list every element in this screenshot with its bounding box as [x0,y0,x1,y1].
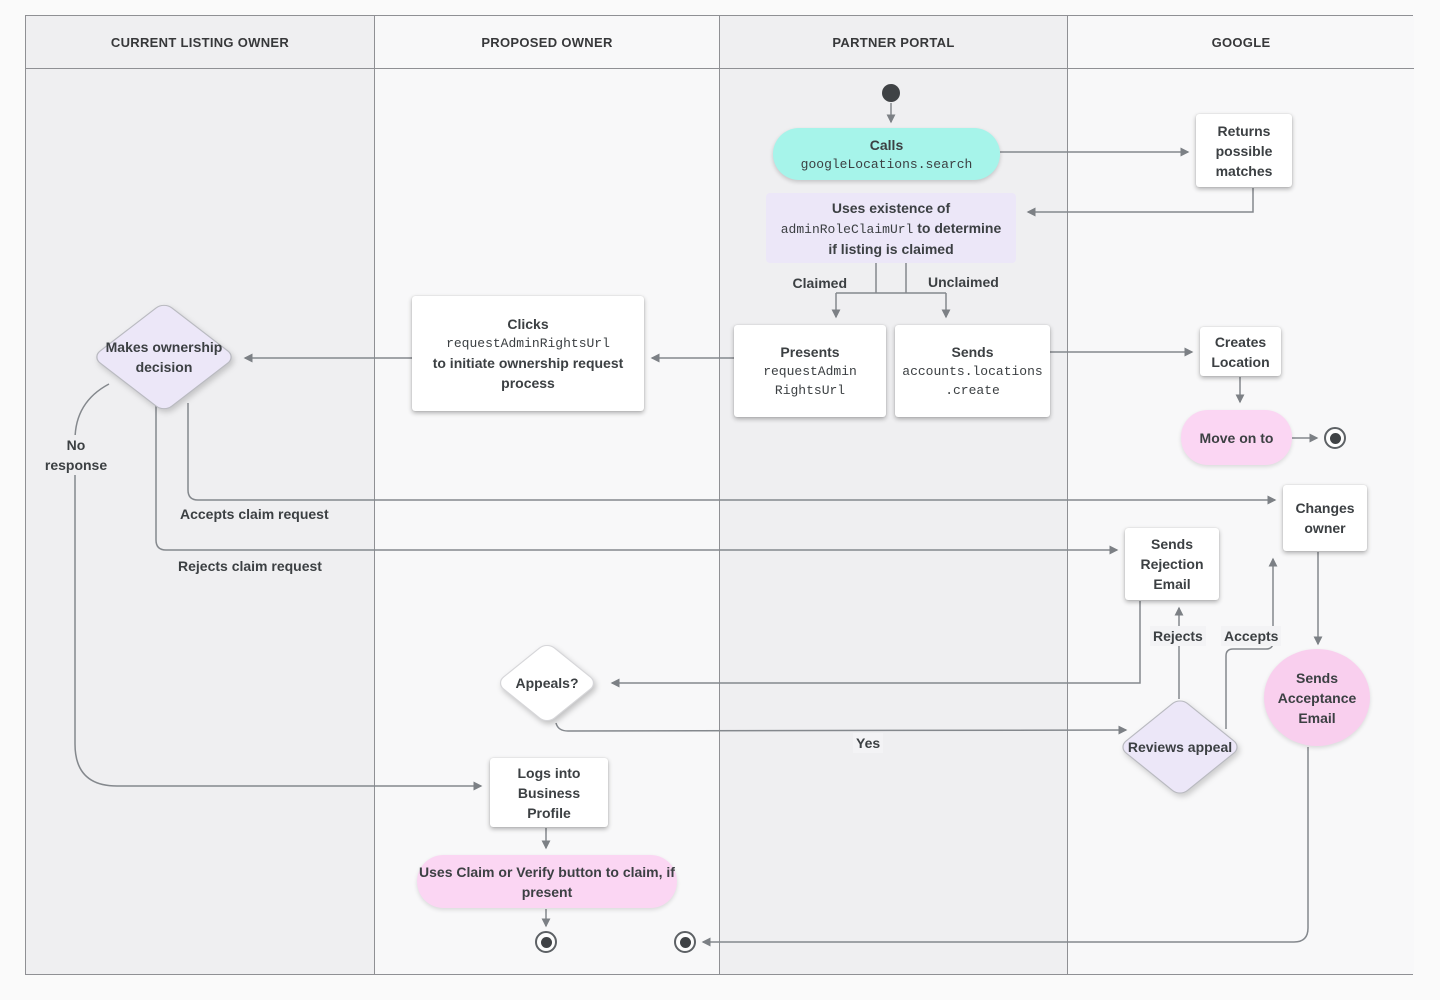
node-text-pre: Uses existence of [831,199,951,216]
node-text-post: to determine if listing is claimed [828,219,1002,257]
end-node [1324,427,1346,449]
node-label: Sends Rejection Email [1140,536,1204,592]
node-uses-existence-admin-role-claim-url: Uses existence of adminRoleClaimUrl to d… [766,193,1016,263]
node-label: Appeals? [515,675,579,691]
node-code: .create [945,383,1000,398]
lane-header: PARTNER PORTAL [720,16,1067,69]
node-code: googleLocations.search [800,156,973,172]
node-calls-google-locations-search: Calls googleLocations.search [773,128,1000,180]
start-node [882,84,900,102]
node-code: requestAdminRightsUrl [446,336,610,351]
edge-label-accepts-claim-request: Accepts claim request [180,506,329,522]
end-dot [1329,432,1341,444]
lane-header: GOOGLE [1068,16,1414,69]
node-label: Creates Location [1211,333,1270,370]
node-returns-possible-matches: Returns possible matches [1196,114,1292,187]
node-makes-ownership-decision: Makes ownership decision [91,301,237,413]
node-label: Changes owner [1295,500,1355,536]
node-move-on-to: Move on to [1181,410,1292,465]
node-code: accounts.locations [902,364,1043,379]
edge-label-rejects: Rejects [1150,626,1206,646]
edge-label-yes: Yes [853,733,884,753]
lane-current-listing-owner: CURRENT LISTING OWNER [26,16,375,974]
edge-label-rejects-claim-request: Rejects claim request [178,558,322,574]
node-uses-claim-or-verify-button: Uses Claim or Verify button to claim, if… [417,855,677,908]
node-label: Move on to [1199,429,1274,446]
node-label: Sends Acceptance Email [1277,669,1357,726]
node-logs-into-business-profile: Logs into Business Profile [490,758,608,827]
end-dot [540,936,552,948]
node-code: requestAdmin [763,364,857,379]
end-node [535,931,557,953]
node-title: Clicks [507,316,549,332]
node-title: Calls [869,136,904,153]
node-label: Logs into Business Profile [517,764,581,821]
node-clicks-request-admin-rights-url: Clicks requestAdminRightsUrl to initiate… [412,296,644,411]
node-text: to initiate ownership request process [432,355,624,391]
node-presents-request-admin-rights-url: Presents requestAdmin RightsUrl [734,325,886,417]
edge-label-accepts: Accepts [1221,626,1282,646]
end-node [674,931,696,953]
node-title: Sends [951,344,994,360]
node-appeals-decision: Appeals? [495,641,599,725]
node-sends-accounts-locations-create: Sends accounts.locations .create [895,325,1050,417]
node-sends-acceptance-email: Sends Acceptance Email [1264,649,1370,746]
lane-header: CURRENT LISTING OWNER [26,16,374,69]
node-label: Returns possible matches [1215,122,1273,179]
node-code: RightsUrl [774,383,846,398]
edge-label-claimed: Claimed [792,275,847,291]
edge-label-no-response: No response [35,435,117,475]
node-reviews-appeal: Reviews appeal [1117,696,1243,798]
node-code: adminRoleClaimUrl [780,221,914,237]
edge-label-unclaimed: Unclaimed [928,274,999,290]
end-dot [679,936,691,948]
node-label: Reviews appeal [1127,739,1233,755]
lane-header: PROPOSED OWNER [375,16,719,69]
lane-proposed-owner: PROPOSED OWNER [375,16,720,974]
node-title: Presents [780,344,840,360]
node-label: Uses Claim or Verify button to claim, if… [419,863,675,900]
node-creates-location: Creates Location [1200,327,1281,376]
node-changes-owner: Changes owner [1283,485,1367,551]
node-label: Makes ownership decision [105,339,223,375]
node-text: Uses existence of adminRoleClaimUrl to d… [776,198,1006,259]
node-sends-rejection-email: Sends Rejection Email [1125,528,1219,600]
